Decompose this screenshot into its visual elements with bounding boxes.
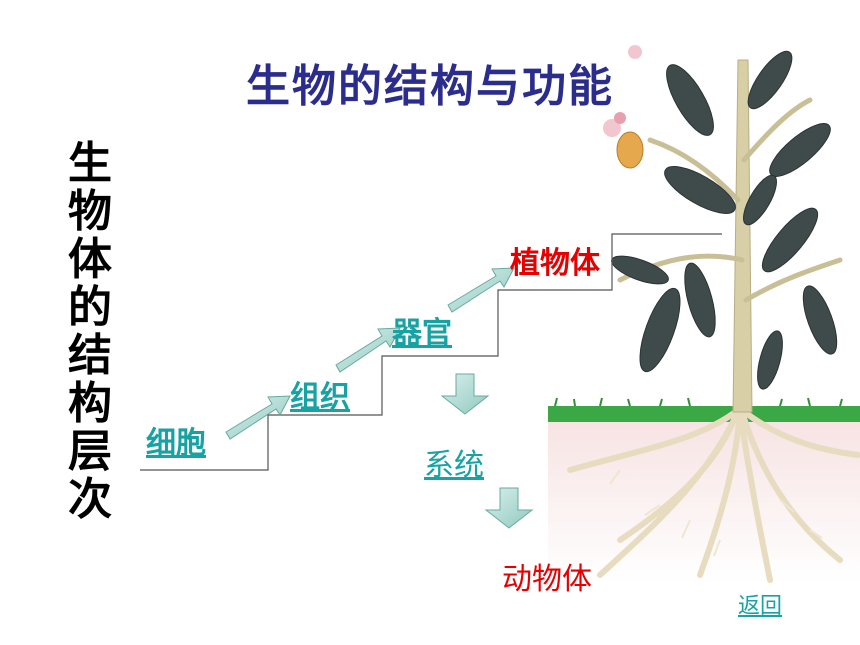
vertical-title: 生 物 体 的 结 构 层 次 <box>62 140 118 524</box>
arrow-organ-to-system <box>440 373 490 415</box>
level-animal-label: 动物体 <box>502 562 592 597</box>
vertical-title-char: 结 <box>68 330 112 381</box>
arrow-system-to-animal <box>484 487 534 529</box>
arrow-organ-to-plant <box>447 267 515 313</box>
plant-stem <box>732 59 753 413</box>
arrow-tissue-to-organ <box>335 327 401 373</box>
grass-strip <box>548 406 860 422</box>
vertical-title-char: 体 <box>68 234 112 285</box>
vertical-title-char: 层 <box>68 426 112 477</box>
level-organ-link[interactable]: 器官 <box>392 316 452 351</box>
arrow-cell-to-tissue <box>225 395 291 440</box>
plant-root-hairs <box>609 469 823 557</box>
level-arrows <box>225 267 515 440</box>
plant-flowers <box>603 45 644 169</box>
plant-roots <box>567 407 860 583</box>
level-plant-label: 植物体 <box>510 246 600 281</box>
back-link[interactable]: 返回 <box>738 594 783 619</box>
staircase-lines <box>140 233 722 471</box>
vertical-title-char: 物 <box>68 186 112 237</box>
vertical-title-char: 生 <box>68 138 112 189</box>
level-system-link[interactable]: 系统 <box>424 448 484 483</box>
vertical-title-char: 的 <box>68 282 112 333</box>
level-tissue-link[interactable]: 组织 <box>290 380 350 415</box>
down-arrows <box>440 373 534 529</box>
grass-blades <box>554 397 843 407</box>
level-cell-link[interactable]: 细胞 <box>146 426 206 461</box>
vertical-title-char: 构 <box>68 378 112 429</box>
slide-title: 生物的结构与功能 <box>246 61 614 112</box>
plant-leaves <box>611 50 838 390</box>
vertical-title-char: 次 <box>68 474 112 525</box>
